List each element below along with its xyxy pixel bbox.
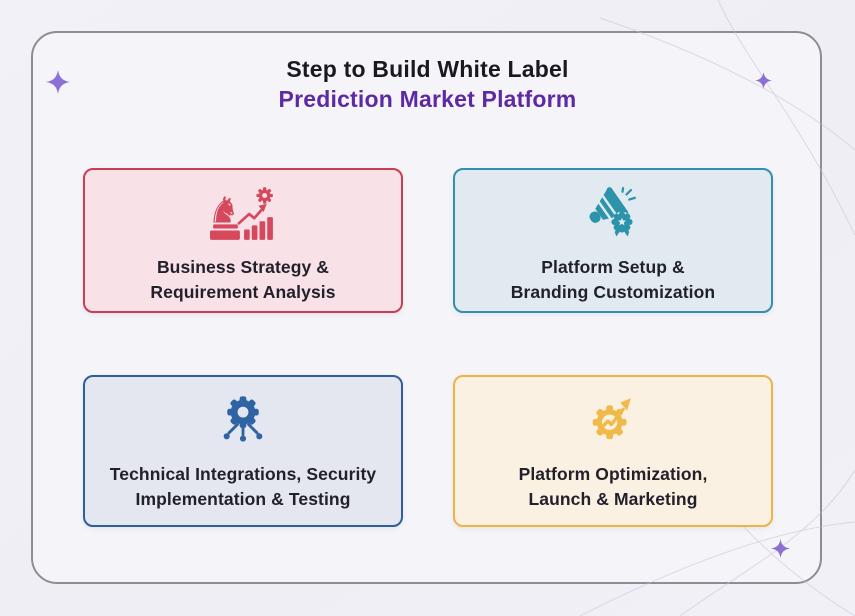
card-label: Platform Optimization, Launch & Marketin…	[519, 462, 708, 512]
chess-knight-glyph: ♞	[210, 189, 240, 231]
card-label-line2: Implementation & Testing	[135, 489, 351, 509]
card-label-line1: Platform Optimization,	[518, 464, 708, 484]
knight-strategy-chart-icon: ♞	[210, 184, 276, 242]
card-label-line1: Business Strategy &	[156, 257, 330, 277]
card-label-line1: Technical Integrations, Security	[109, 464, 377, 484]
step-card-business-strategy: ♞	[83, 168, 403, 313]
card-label-line1: Platform Setup &	[541, 257, 685, 277]
step-card-technical-integrations: Technical Integrations, Security Impleme…	[83, 375, 403, 527]
title-line-2: Prediction Market Platform	[278, 86, 577, 112]
card-label-line2: Launch & Marketing	[528, 489, 698, 509]
card-label-line2: Branding Customization	[510, 282, 716, 302]
gear-network-icon	[216, 391, 270, 449]
step-card-platform-optimization: Platform Optimization, Launch & Marketin…	[453, 375, 773, 527]
gear-growth-arrow-icon	[586, 391, 640, 449]
card-label: Platform Setup & Branding Customization	[511, 255, 715, 305]
card-label: Technical Integrations, Security Impleme…	[110, 462, 376, 512]
infographic-title: Step to Build White Label Prediction Mar…	[0, 54, 855, 114]
title-line-1: Step to Build White Label	[286, 56, 569, 82]
megaphone-badge-icon	[585, 184, 641, 242]
card-label: Business Strategy & Requirement Analysis	[150, 255, 335, 305]
card-label-line2: Requirement Analysis	[150, 282, 336, 302]
step-card-platform-setup: Platform Setup & Branding Customization	[453, 168, 773, 313]
